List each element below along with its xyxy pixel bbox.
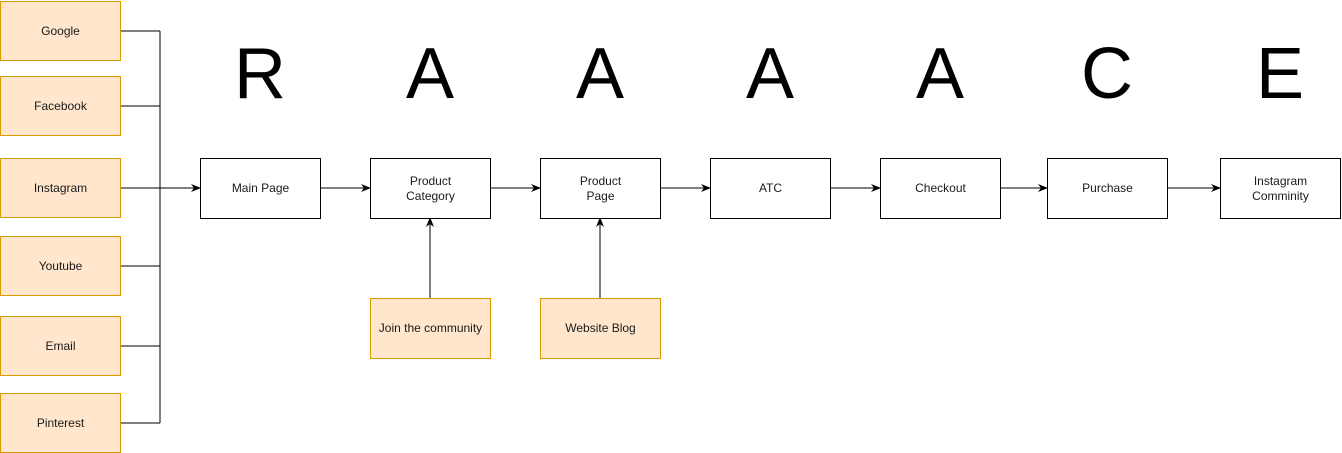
- step-product-page: Product Page: [540, 158, 661, 219]
- stage-letter-a-1: A: [405, 34, 455, 114]
- step-instagram-community: Instagram Comminity: [1220, 158, 1341, 219]
- source-email: Email: [0, 316, 121, 376]
- stage-letter-a-2: A: [575, 34, 625, 114]
- stage-letter-c: C: [1081, 34, 1133, 114]
- step-main-page: Main Page: [200, 158, 321, 219]
- feeder-website-blog: Website Blog: [540, 298, 661, 359]
- stage-letter-a-4: A: [915, 34, 965, 114]
- step-checkout: Checkout: [880, 158, 1001, 219]
- source-youtube: Youtube: [0, 236, 121, 296]
- stage-letter-r: R: [234, 34, 286, 114]
- source-instagram: Instagram: [0, 158, 121, 218]
- step-atc: ATC: [710, 158, 831, 219]
- stage-letter-a-3: A: [745, 34, 795, 114]
- step-purchase: Purchase: [1047, 158, 1168, 219]
- source-pinterest: Pinterest: [0, 393, 121, 453]
- source-google: Google: [0, 1, 121, 61]
- stage-letter-e: E: [1255, 34, 1305, 114]
- feeder-join-community: Join the community: [370, 298, 491, 359]
- step-product-category: Product Category: [370, 158, 491, 219]
- source-facebook: Facebook: [0, 76, 121, 136]
